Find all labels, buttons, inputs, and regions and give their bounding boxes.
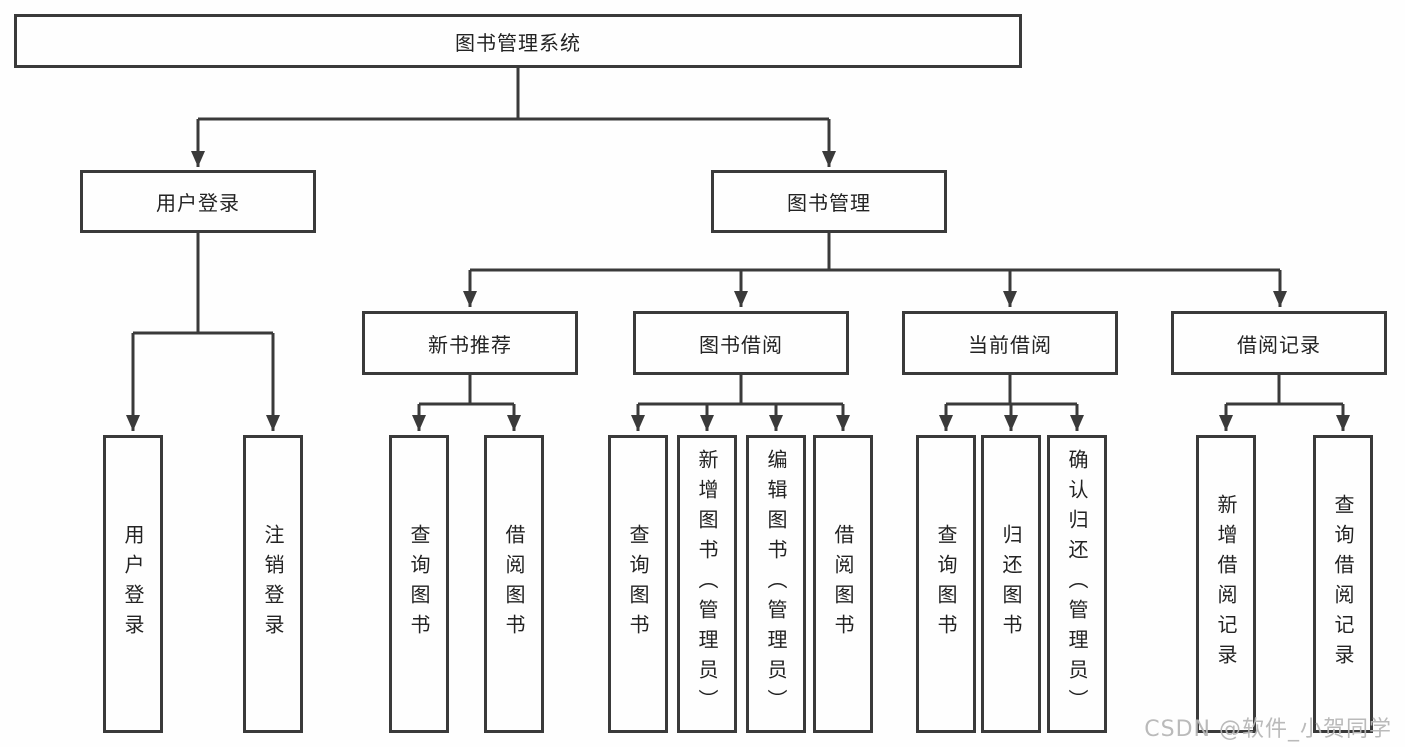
node-br-add-record: 新增借阅记录 xyxy=(1196,435,1256,733)
node-new-book-recommend: 新书推荐 xyxy=(362,311,578,375)
node-label: 新书推荐 xyxy=(428,332,512,357)
node-label: 用户登录 xyxy=(156,191,240,215)
node-label: 新增图书（管理员） xyxy=(695,449,719,719)
node-label: 归还图书 xyxy=(999,524,1023,644)
node-library-management-system: 图书管理系统 xyxy=(14,14,1022,68)
node-label: 借阅图书 xyxy=(502,524,526,644)
node-label: 图书管理系统 xyxy=(455,30,581,55)
node-label: 确认归还（管理员） xyxy=(1065,449,1089,719)
node-nbr-borrow-books: 借阅图书 xyxy=(484,435,544,733)
node-label: 查询借阅记录 xyxy=(1331,494,1355,674)
node-bb-add-books-admin: 新增图书（管理员） xyxy=(677,435,737,733)
node-label: 查询图书 xyxy=(934,524,958,644)
node-bb-query-books: 查询图书 xyxy=(608,435,668,733)
node-borrow-records: 借阅记录 xyxy=(1171,311,1387,375)
node-user-login-action: 用户登录 xyxy=(103,435,163,733)
node-label: 新增借阅记录 xyxy=(1214,494,1238,674)
node-label: 图书借阅 xyxy=(699,332,783,357)
node-label: 用户登录 xyxy=(121,524,145,644)
node-book-borrow: 图书借阅 xyxy=(633,311,849,375)
node-bb-borrow-books: 借阅图书 xyxy=(813,435,873,733)
node-label: 借阅记录 xyxy=(1237,332,1321,357)
node-book-management-module: 图书管理 xyxy=(711,170,947,233)
node-label: 当前借阅 xyxy=(968,332,1052,357)
csdn-watermark: CSDN @软件_小贺同学 xyxy=(1144,717,1392,742)
node-cb-confirm-return-admin: 确认归还（管理员） xyxy=(1047,435,1107,733)
node-label: 编辑图书（管理员） xyxy=(764,449,788,719)
node-label: 图书管理 xyxy=(787,191,871,215)
node-nbr-query-books: 查询图书 xyxy=(389,435,449,733)
node-bb-edit-books-admin: 编辑图书（管理员） xyxy=(746,435,806,733)
node-label: 借阅图书 xyxy=(831,524,855,644)
node-label: 查询图书 xyxy=(407,524,431,644)
node-cb-query-books: 查询图书 xyxy=(916,435,976,733)
node-user-login-module: 用户登录 xyxy=(80,170,316,233)
node-label: 查询图书 xyxy=(626,524,650,644)
node-current-borrow: 当前借阅 xyxy=(902,311,1118,375)
node-cb-return-books: 归还图书 xyxy=(981,435,1041,733)
node-logout: 注销登录 xyxy=(243,435,303,733)
node-br-query-record: 查询借阅记录 xyxy=(1313,435,1373,733)
node-label: 注销登录 xyxy=(261,524,285,644)
